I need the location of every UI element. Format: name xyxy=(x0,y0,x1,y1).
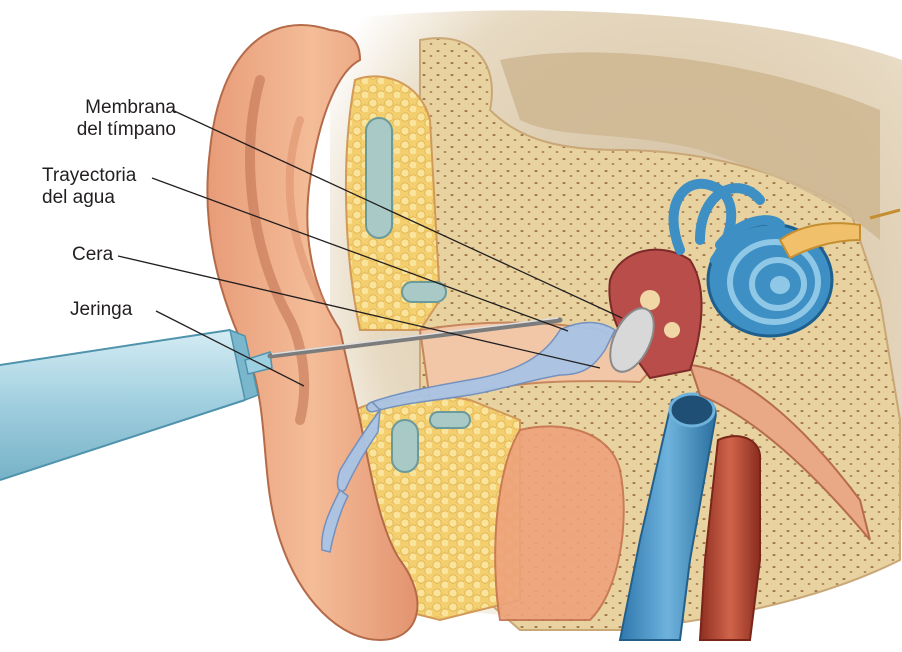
label-jeringa: Jeringa xyxy=(70,299,132,321)
label-trayectoria-line1: Trayectoria xyxy=(42,165,136,187)
label-membrana-del-timpano: Membrana del tímpano xyxy=(58,97,176,141)
cartilage-blob xyxy=(392,420,418,472)
cartilage-blob xyxy=(430,412,470,428)
label-membrana-line2: del tímpano xyxy=(58,119,176,141)
label-trayectoria-del-agua: Trayectoria del agua xyxy=(42,165,136,209)
parotid-tissue xyxy=(495,426,624,620)
cartilage-blob xyxy=(366,118,392,238)
label-membrana-line1: Membrana xyxy=(58,97,176,119)
label-cera: Cera xyxy=(72,244,113,266)
cartilage-blob xyxy=(402,282,446,302)
ossicle-detail xyxy=(664,322,680,338)
ossicle-detail xyxy=(640,290,660,310)
label-trayectoria-line2: del agua xyxy=(42,187,136,209)
